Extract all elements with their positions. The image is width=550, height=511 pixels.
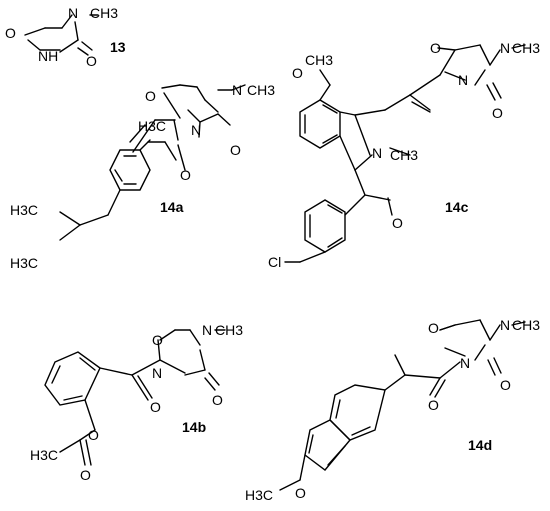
compound-label-13: 13 (110, 39, 126, 55)
atom-o: O (80, 467, 91, 483)
compound-13: O NH O N CH3 13 (5, 5, 126, 69)
atom-o: O (152, 332, 163, 348)
atom-o: O (428, 397, 439, 413)
atom-n: N (152, 365, 162, 381)
atom-n: N (500, 40, 510, 56)
atom-o: O (500, 377, 511, 393)
atom-o: O (430, 40, 441, 56)
atom-n: N (202, 322, 212, 338)
atom-ch3: CH3 (512, 40, 540, 56)
atom-ch3: CH3 (305, 52, 333, 68)
atom-ch3: CH3 (215, 322, 243, 338)
atom-o: O (180, 167, 191, 183)
atom-o: O (150, 399, 161, 415)
compound-14a: O H3C N N CH3 O O H3C H3C 14a (10, 82, 275, 271)
atom-h3c: H3C (245, 487, 273, 503)
atom-o: O (428, 320, 439, 336)
atom-nh: NH (38, 48, 58, 64)
atom-n: N (372, 145, 382, 161)
compound-label-14b: 14b (182, 419, 206, 435)
atom-o: O (5, 25, 16, 41)
atom-o: O (292, 65, 303, 81)
atom-o: O (88, 427, 99, 443)
atom-o: O (86, 53, 97, 69)
compound-label-14a: 14a (160, 199, 184, 215)
compound-label-14d: 14d (468, 437, 492, 453)
compound-14b: O N N CH3 O O O H3C O 14b (30, 322, 243, 483)
compound-label-14c: 14c (445, 199, 469, 215)
atom-h3c: H3C (10, 202, 38, 218)
atom-h3c: H3C (138, 118, 166, 134)
atom-ch3: CH3 (512, 317, 540, 333)
atom-o: O (492, 105, 503, 121)
atom-h3c: H3C (30, 447, 58, 463)
atom-n: N (68, 5, 78, 21)
atom-ch3: CH3 (390, 147, 418, 163)
atom-ch3: CH3 (247, 82, 275, 98)
atom-o: O (145, 88, 156, 104)
compound-14d: O N N CH3 O O H3C O 14d (245, 317, 540, 503)
atom-o: O (212, 392, 223, 408)
atom-cl: Cl (268, 254, 281, 270)
atom-n: N (232, 82, 242, 98)
atom-o: O (230, 142, 241, 158)
atom-n: N (191, 122, 201, 138)
atom-n: N (460, 355, 470, 371)
atom-h3c: H3C (10, 255, 38, 271)
atom-o: O (392, 215, 403, 231)
atom-ch3: CH3 (90, 5, 118, 21)
atom-n: N (500, 317, 510, 333)
compound-14c: O CH3 O N N CH3 O N CH3 O Cl 14c (268, 40, 540, 270)
atom-n: N (458, 72, 468, 88)
atom-o: O (295, 485, 306, 501)
